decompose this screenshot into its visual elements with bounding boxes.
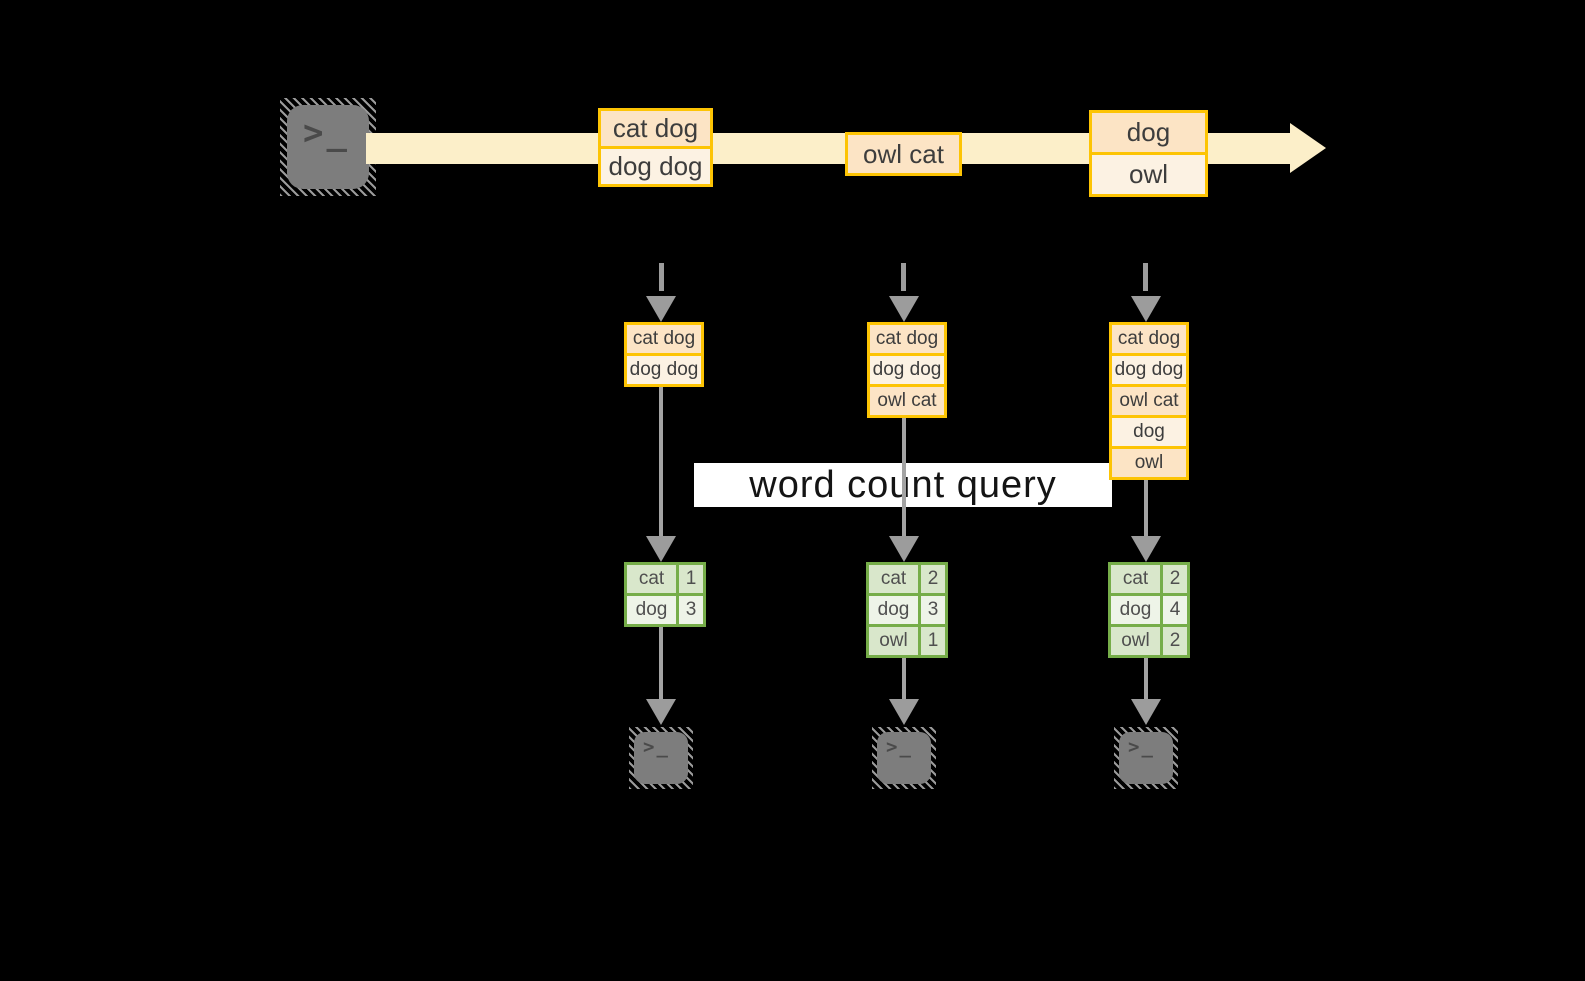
batch-cell: owl	[1112, 449, 1186, 477]
arrow-down-icon	[1131, 699, 1161, 725]
count-value: 2	[921, 565, 945, 593]
terminal-screen: >_	[1119, 732, 1173, 784]
connector-line	[902, 418, 906, 536]
count-value: 2	[1163, 565, 1187, 593]
batch-cell: dog dog	[601, 149, 710, 184]
batch-cell: owl cat	[1112, 387, 1186, 415]
arrow-down-icon	[646, 536, 676, 562]
count-value: 1	[679, 565, 703, 593]
count-word: owl	[869, 627, 918, 655]
arrow-down-icon	[646, 699, 676, 725]
count-value: 3	[921, 596, 945, 624]
output-terminal-icon-3: >_	[1114, 727, 1178, 789]
batch-cell: owl cat	[848, 135, 959, 173]
timeline-batch-2: owl cat	[845, 132, 962, 176]
arrow-down-icon	[889, 699, 919, 725]
batch-cell: dog	[1092, 113, 1205, 152]
output-terminal-icon-2: >_	[872, 727, 936, 789]
input-stack-2: cat dog dog dog owl cat	[867, 322, 947, 418]
count-word: cat	[869, 565, 918, 593]
batch-cell: cat dog	[627, 325, 701, 353]
count-value: 4	[1163, 596, 1187, 624]
input-stack-3: cat dog dog dog owl cat dog owl	[1109, 322, 1189, 480]
count-value: 1	[921, 627, 945, 655]
connector-line	[902, 658, 906, 699]
count-value: 3	[679, 596, 703, 624]
count-word: dog	[627, 596, 676, 624]
count-word: dog	[869, 596, 918, 624]
stream-arrowhead-icon	[1290, 123, 1326, 173]
connector-line	[1144, 658, 1148, 699]
batch-cell: dog dog	[870, 356, 944, 384]
terminal-screen: >_	[287, 105, 369, 189]
dashed-connector	[659, 263, 664, 291]
arrow-down-icon	[646, 296, 676, 322]
count-word: dog	[1111, 596, 1160, 624]
batch-cell: owl cat	[870, 387, 944, 415]
terminal-prompt-icon: >_	[886, 736, 913, 758]
arrow-down-icon	[889, 536, 919, 562]
count-value: 2	[1163, 627, 1187, 655]
arrow-down-icon	[889, 296, 919, 322]
batch-cell: cat dog	[601, 111, 710, 146]
input-stack-1: cat dog dog dog	[624, 322, 704, 387]
dashed-connector	[901, 263, 906, 291]
count-word: cat	[627, 565, 676, 593]
output-terminal-icon-1: >_	[629, 727, 693, 789]
connector-line	[659, 387, 663, 536]
batch-cell: dog dog	[1112, 356, 1186, 384]
terminal-screen: >_	[634, 732, 688, 784]
batch-cell: dog	[1112, 418, 1186, 446]
terminal-prompt-icon: >_	[1128, 736, 1155, 758]
connector-line	[659, 627, 663, 699]
count-word: owl	[1111, 627, 1160, 655]
dashed-connector	[1143, 263, 1148, 291]
connector-line	[1144, 480, 1148, 536]
count-word: cat	[1111, 565, 1160, 593]
batch-cell: owl	[1092, 155, 1205, 194]
terminal-prompt-icon: >_	[643, 736, 670, 758]
arrow-down-icon	[1131, 536, 1161, 562]
batch-cell: cat dog	[1112, 325, 1186, 353]
terminal-prompt-icon: >_	[303, 113, 350, 153]
terminal-screen: >_	[877, 732, 931, 784]
arrow-down-icon	[1131, 296, 1161, 322]
batch-cell: cat dog	[870, 325, 944, 353]
source-terminal-icon: >_	[280, 98, 376, 196]
batch-cell: dog dog	[627, 356, 701, 384]
